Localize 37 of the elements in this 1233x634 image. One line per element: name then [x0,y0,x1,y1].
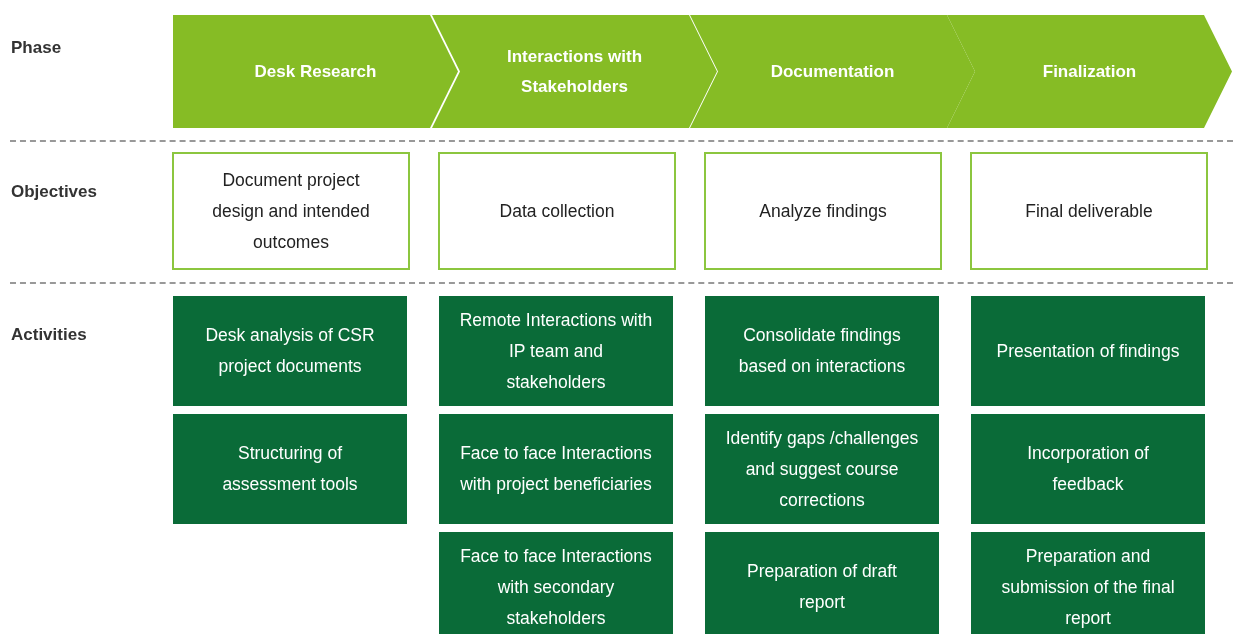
activity-box [439,532,673,634]
objective-box [704,152,942,270]
activity-box [173,414,407,524]
activity-box [439,414,673,524]
node-text: Final deliverable [1025,199,1153,223]
node-text: Face to face Interactions with project beneficiaries [459,442,653,496]
activity-box [705,414,939,524]
row-label: Phase [11,38,62,58]
objective-box [172,152,410,270]
node-text: Identify gaps /challenges and suggest course corrections [725,426,919,512]
node-text: Desk analysis of CSR project documents [204,324,376,378]
node-text: Presentation of findings [996,339,1180,363]
node-text: Preparation of draft report [746,560,898,614]
row-label: Activities [11,325,87,345]
activity-box [971,296,1205,406]
activity-box [439,296,673,406]
objective-box [438,152,676,270]
activity-box [971,414,1205,524]
node-text: Data collection [499,199,615,223]
row-label: Objectives [11,182,97,202]
node-text: Incorporation of feedback [1026,442,1150,496]
node-text: Remote Interactions with IP team and stakeholders [459,308,653,394]
activity-box [971,532,1205,634]
node-text: Face to face Interactions with secondary stakeholders [459,544,653,630]
node-text: Documentation [770,60,895,83]
node-text: Consolidate findings based on interactions [737,324,907,378]
node-text: Analyze findings [759,199,887,223]
node-text: Document project design and intended outcomes [211,168,371,254]
node-text: Preparation and submission of the final report [1000,544,1176,630]
node-text: Structuring of assessment tools [221,442,359,496]
activity-box [705,296,939,406]
node-text: Interactions with Stakeholders [505,45,644,98]
activity-box [705,532,939,634]
activity-box [173,296,407,406]
node-text: Desk Research [254,60,377,83]
objective-box [970,152,1208,270]
node-text: Finalization [1042,60,1137,83]
